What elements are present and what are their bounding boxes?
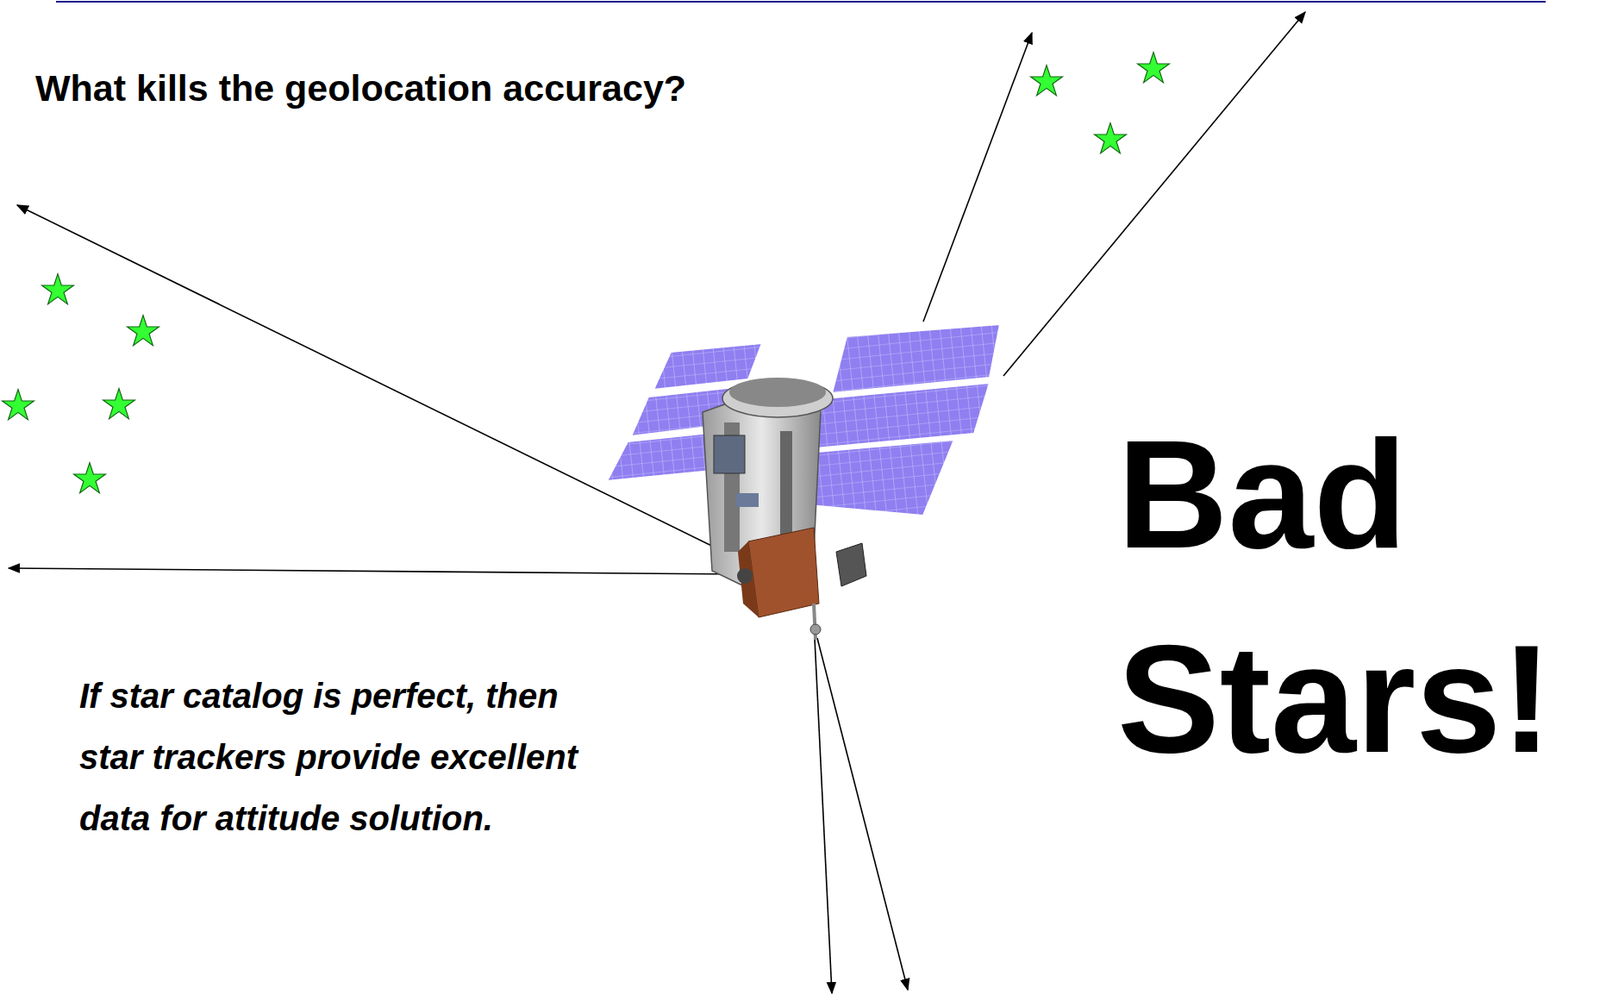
star — [2, 389, 35, 420]
note-text: If star catalog is perfect, then star tr… — [79, 665, 632, 850]
headline-text: Bad Stars! — [1117, 392, 1583, 801]
star — [42, 274, 75, 305]
star — [1094, 123, 1127, 154]
star — [1031, 65, 1063, 96]
header-rule — [56, 0, 1546, 3]
view-arrows — [8, 12, 1306, 994]
satellite — [606, 324, 1000, 640]
slide-title: What kills the geolocation accuracy? — [35, 67, 687, 110]
star — [1137, 52, 1170, 83]
star — [127, 315, 160, 346]
stars — [2, 52, 1170, 494]
star — [74, 462, 107, 494]
star — [103, 388, 136, 419]
